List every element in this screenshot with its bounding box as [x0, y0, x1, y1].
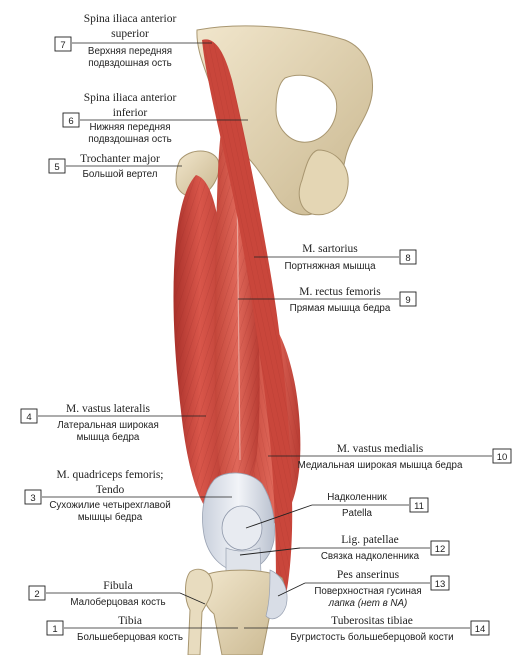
- label-tuberositas-tibiae: Tuberositas tibiae Бугристость большебер…: [244, 615, 490, 643]
- label-trochanter-major: Trochanter major Большой вертел 5: [48, 153, 182, 180]
- label-latin-line-1: M. vastus medialis: [337, 443, 424, 455]
- label-latin-line-1: Trochanter major: [80, 153, 160, 165]
- label-latin-line-2: Tendo: [96, 484, 125, 496]
- label-spina-iliaca-anterior-superior: Spina iliaca anterior superior Верхняя п…: [54, 13, 212, 69]
- label-number: 11: [414, 501, 424, 512]
- label-number: 9: [405, 295, 410, 306]
- label-m-vastus-medialis: M. vastus medialis Медиальная широкая мы…: [268, 443, 512, 471]
- label-latin-line-2: superior: [111, 28, 149, 40]
- label-russian-line-1: Медиальная широкая мышца бедра: [298, 460, 463, 471]
- label-russian-line-1: Верхняя передняя: [88, 46, 172, 57]
- label-number-box: [46, 620, 64, 636]
- label-latin-line-1: M. vastus lateralis: [66, 403, 151, 415]
- label-number-box: [28, 585, 46, 601]
- label-russian-line-2: мышцы бедра: [78, 512, 143, 523]
- label-russian-line-1: Большой вертел: [83, 169, 158, 180]
- label-number: 2: [34, 589, 39, 600]
- label-number: 1: [52, 624, 57, 635]
- label-latin-line-1: Spina iliaca anterior: [84, 13, 177, 25]
- label-latin-line-2: inferior: [113, 107, 148, 119]
- label-number-box: [54, 36, 72, 52]
- label-number: 10: [497, 452, 508, 463]
- label-russian-line-1: Сухожилие четырехглавой: [49, 500, 170, 511]
- label-russian-line-1: Бугристость большеберцовой кости: [290, 632, 453, 643]
- label-latin-line-1: Tibia: [118, 615, 142, 627]
- label-latin-line-1: Pes anserinus: [337, 569, 400, 581]
- patella-shape: [221, 505, 263, 551]
- label-number-box: [492, 448, 512, 464]
- label-russian-line-1: Поверхностная гусиная: [314, 586, 421, 597]
- label-m-vastus-lateralis: M. vastus lateralis Латеральная широкая …: [20, 403, 206, 443]
- label-number-box: [399, 291, 417, 307]
- label-russian-line-1: Прямая мышца бедра: [290, 303, 391, 314]
- label-russian-line-1: Большеберцовая кость: [77, 632, 183, 643]
- label-number: 13: [435, 579, 446, 590]
- label-number: 3: [30, 493, 35, 504]
- label-russian-line-1: Малоберцовая кость: [70, 597, 165, 608]
- label-number: 14: [475, 624, 486, 635]
- label-lig-patellae: Lig. patellae Связка надколенника 12: [239, 534, 450, 562]
- label-number: 7: [60, 40, 65, 51]
- label-latin-line-1: Fibula: [103, 580, 132, 592]
- label-russian-line-2: подвздошная ость: [88, 134, 171, 145]
- label-russian-line-2: лапка (нет в NA): [328, 598, 408, 609]
- label-number-box: [470, 620, 490, 636]
- label-spina-iliaca-anterior-inferior: Spina iliaca anterior inferior Нижняя пе…: [62, 92, 248, 145]
- label-number: 4: [26, 412, 31, 423]
- label-number-box: [409, 497, 429, 513]
- label-number-box: [24, 489, 42, 505]
- label-russian-line-1: Нижняя передняя: [89, 122, 170, 133]
- label-pes-anserinus: Pes anserinus Поверхностная гусиная лапк…: [277, 569, 450, 609]
- label-russian-line-1: Надколенник: [327, 492, 387, 503]
- obturator-foramen: [275, 74, 338, 143]
- label-number-box: [399, 249, 417, 265]
- pes-anserinus-shape: [265, 569, 288, 620]
- label-latin-line-1: Spina iliaca anterior: [84, 92, 177, 104]
- label-latin-line-1: M. rectus femoris: [299, 286, 381, 298]
- label-russian-line-1: Портняжная мышца: [284, 261, 376, 272]
- label-latin-line-1: Tuberositas tibiae: [331, 615, 413, 627]
- label-number-box: [48, 158, 66, 174]
- label-number: 5: [54, 162, 59, 173]
- label-latin-line-1: Lig. patellae: [341, 534, 398, 546]
- label-number-box: [62, 112, 80, 128]
- label-number-box: [20, 408, 38, 424]
- label-russian-line-1: Связка надколенника: [321, 551, 420, 562]
- label-m-sartorius: M. sartorius Портняжная мышца 8: [254, 243, 417, 272]
- pubic-bone: [298, 149, 349, 216]
- label-number: 8: [405, 253, 410, 264]
- label-patella: Надколенник Patella 11: [245, 492, 429, 529]
- label-number-box: [430, 575, 450, 591]
- label-number-box: [430, 540, 450, 556]
- label-number: 6: [68, 116, 73, 127]
- label-fibula: Fibula Малоберцовая кость 2: [28, 580, 206, 608]
- label-m-rectus-femoris: M. rectus femoris Прямая мышца бедра 9: [238, 286, 417, 314]
- label-russian-line-1: Латеральная широкая: [57, 420, 159, 431]
- label-russian-line-2: подвздошная ость: [88, 58, 171, 69]
- label-latin-line-1: M. quadriceps femoris;: [57, 469, 164, 481]
- label-number: 12: [435, 544, 446, 555]
- label-tibia: Tibia Большеберцовая кость 1: [46, 615, 238, 643]
- label-m-quadriceps-femoris-tendo: M. quadriceps femoris; Tendo Сухожилие ч…: [24, 469, 232, 523]
- label-latin-line-1: M. sartorius: [302, 243, 358, 255]
- fibula-bone: [185, 568, 213, 655]
- label-russian-line-2: Patella: [342, 508, 373, 519]
- label-russian-line-2: мышца бедра: [77, 432, 140, 443]
